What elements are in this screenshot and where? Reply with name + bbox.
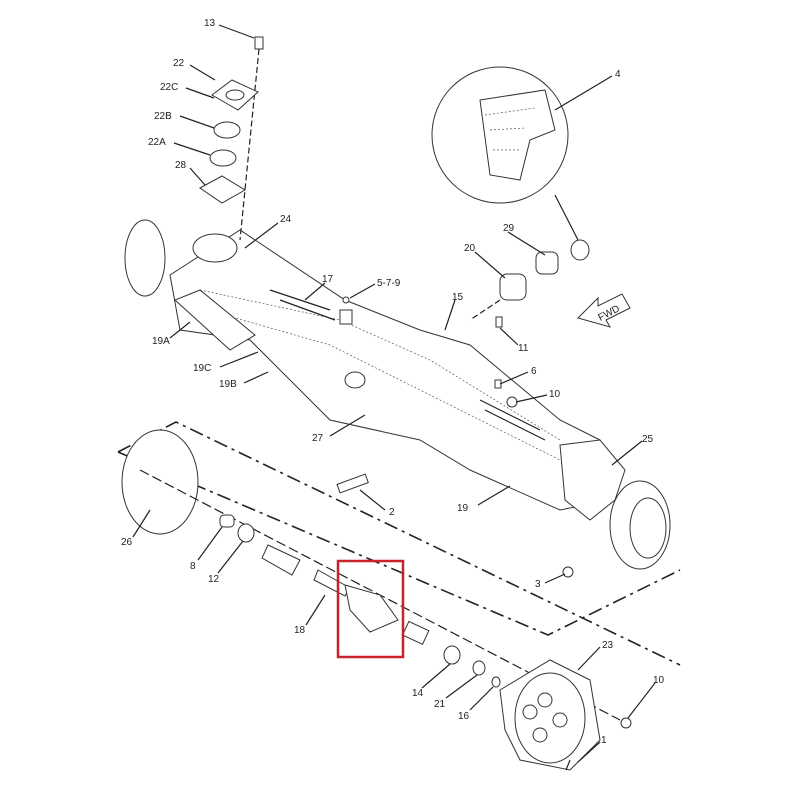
callout-3: 3 xyxy=(535,579,541,590)
axle-housing xyxy=(124,219,671,570)
callout-26: 26 xyxy=(121,537,133,548)
callout-25: 25 xyxy=(642,434,654,445)
callout-4: 4 xyxy=(615,69,621,80)
callout-18: 18 xyxy=(294,625,306,636)
kingpin-parts xyxy=(199,36,264,241)
seal-detail xyxy=(431,66,579,241)
callout-15: 15 xyxy=(452,292,464,303)
callout-labels: 13 22 22C 22B 22A 28 24 4 29 20 5-7-9 17… xyxy=(121,18,665,746)
callout-16: 16 xyxy=(458,711,470,722)
callout-21: 21 xyxy=(434,699,446,710)
callout-17: 17 xyxy=(322,274,334,285)
leader-lines xyxy=(132,24,656,763)
callout-1: 1 xyxy=(601,735,607,746)
callout-10-lower: 10 xyxy=(653,675,665,686)
callout-24: 24 xyxy=(280,214,292,225)
callout-2: 2 xyxy=(389,507,395,518)
callout-5-7-9: 5-7-9 xyxy=(377,278,401,289)
callout-22b: 22B xyxy=(154,111,172,122)
callout-12: 12 xyxy=(208,574,220,585)
bushings xyxy=(469,239,590,321)
shaft-assembly xyxy=(121,429,632,771)
callout-6: 6 xyxy=(531,366,537,377)
callout-28: 28 xyxy=(175,160,187,171)
callout-19b: 19B xyxy=(219,379,237,390)
callout-29: 29 xyxy=(503,223,515,234)
callout-23: 23 xyxy=(602,640,614,651)
callout-10-upper: 10 xyxy=(549,389,561,400)
callout-19c: 19C xyxy=(193,363,211,374)
callout-22c: 22C xyxy=(160,82,178,93)
callout-27: 27 xyxy=(312,433,324,444)
callout-22: 22 xyxy=(173,58,185,69)
fwd-arrow: FWD xyxy=(577,293,631,328)
callout-22a: 22A xyxy=(148,137,166,148)
highlight-box xyxy=(336,559,405,659)
callout-20: 20 xyxy=(464,243,476,254)
callout-14: 14 xyxy=(412,688,424,699)
callout-8: 8 xyxy=(190,561,196,572)
callout-19a: 19A xyxy=(152,336,170,347)
callout-11: 11 xyxy=(518,343,529,354)
callout-13: 13 xyxy=(204,18,216,29)
callout-19: 19 xyxy=(457,503,469,514)
